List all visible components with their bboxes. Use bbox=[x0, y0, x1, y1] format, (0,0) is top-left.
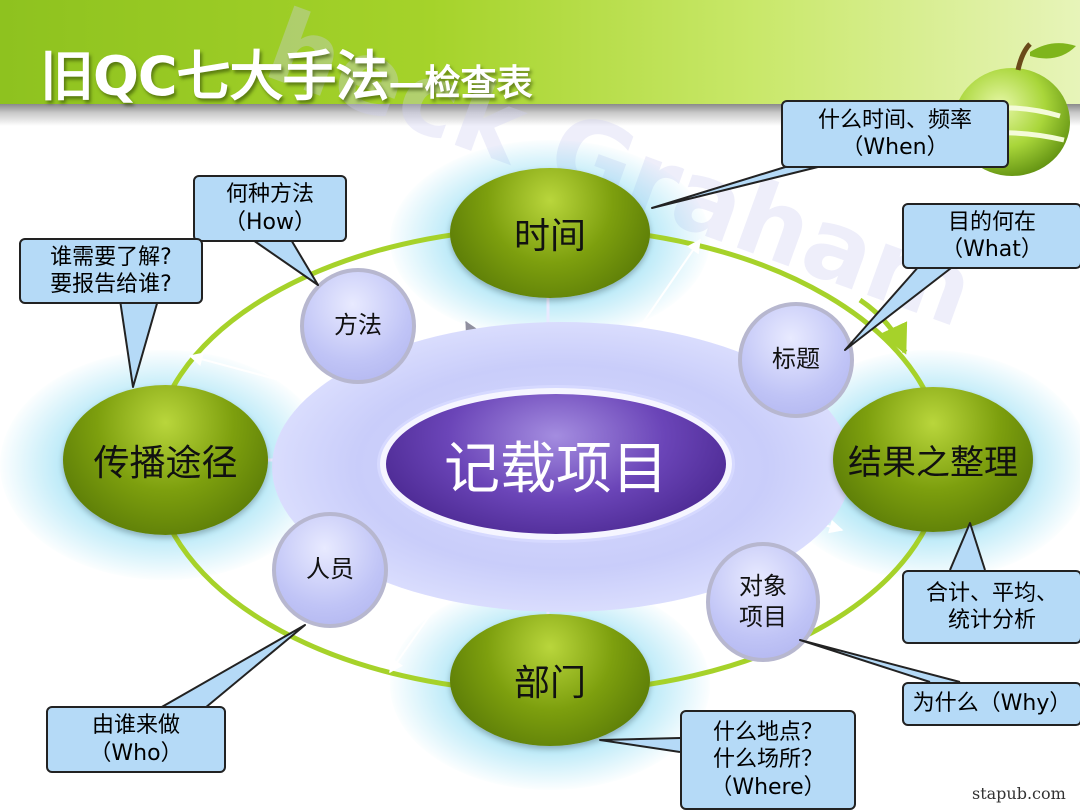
site-credit: stapub.com bbox=[972, 784, 1066, 803]
node-method: 方法 bbox=[300, 268, 416, 384]
callout-report: 谁需要了解? 要报告给谁? bbox=[19, 238, 203, 304]
node-time: 时间 bbox=[450, 168, 650, 298]
node-person-label: 人员 bbox=[306, 555, 354, 584]
node-dept: 部门 bbox=[450, 614, 650, 746]
callout-what-line2: （What） bbox=[941, 237, 1043, 262]
title-main: 旧QC七大手法 bbox=[40, 45, 390, 108]
node-object-line1: 对象 bbox=[739, 571, 787, 600]
callout-who-line1: 由谁来做 bbox=[91, 713, 180, 738]
callout-who-line2: （Who） bbox=[89, 740, 183, 766]
slide-title: 旧QC七大手法—检查表 bbox=[40, 32, 533, 111]
callout-who: 由谁来做 （Who） bbox=[46, 706, 226, 773]
node-channel: 传播途径 bbox=[63, 385, 268, 535]
callout-where: 什么地点？ 什么场所？ （Where） bbox=[680, 710, 856, 810]
tail-stats bbox=[949, 522, 986, 571]
callout-report-line2: 要报告给谁? bbox=[50, 272, 172, 297]
title-sub: —检查表 bbox=[388, 63, 533, 104]
ring-arrow bbox=[858, 297, 908, 355]
tail-report bbox=[119, 299, 159, 388]
callout-why-line1: 为什么（Why） bbox=[912, 691, 1072, 717]
callout-stats: 合计、平均、 统计分析 bbox=[902, 570, 1080, 644]
node-title: 标题 bbox=[738, 302, 854, 418]
tail-where bbox=[599, 737, 681, 753]
callout-why: 为什么（Why） bbox=[902, 682, 1080, 726]
node-time-label: 时间 bbox=[513, 216, 586, 257]
callout-report-line1: 谁需要了解? bbox=[50, 244, 172, 270]
callout-where-line2: 什么场所？ bbox=[712, 747, 823, 773]
node-title-label: 标题 bbox=[772, 345, 820, 374]
tail-what bbox=[844, 264, 956, 351]
node-person: 人员 bbox=[272, 512, 388, 628]
callout-when-line2: （When） bbox=[841, 135, 949, 160]
tail-when bbox=[651, 163, 831, 209]
node-object-line2: 项目 bbox=[739, 603, 787, 631]
tail-why bbox=[799, 639, 961, 683]
tail-who bbox=[159, 624, 306, 709]
callout-stats-line2: 统计分析 bbox=[947, 608, 1036, 633]
callout-how: 何种方法 （How） bbox=[193, 175, 347, 242]
node-channel-label: 传播途径 bbox=[93, 443, 238, 484]
node-result-label: 结果之整理 bbox=[848, 443, 1018, 483]
node-dept-label: 部门 bbox=[513, 663, 586, 704]
callout-where-line1: 什么地点？ bbox=[712, 719, 823, 745]
tail-how bbox=[249, 237, 319, 286]
node-object: 对象 项目 bbox=[706, 542, 820, 662]
callout-how-line2: （How） bbox=[224, 209, 316, 235]
center-node: 记载项目 bbox=[380, 388, 732, 540]
callout-how-line1: 何种方法 bbox=[225, 182, 314, 207]
callout-what: 目的何在 （What） bbox=[902, 203, 1080, 269]
callout-when-line1: 什么时间、频率 bbox=[817, 107, 972, 133]
node-result: 结果之整理 bbox=[833, 387, 1033, 532]
callout-when: 什么时间、频率 （When） bbox=[781, 100, 1009, 168]
header-band bbox=[0, 0, 1080, 108]
node-method-label: 方法 bbox=[334, 311, 382, 340]
callout-where-line3: （Where） bbox=[710, 774, 826, 800]
center-label: 记载项目 bbox=[444, 436, 668, 502]
callout-what-line1: 目的何在 bbox=[947, 209, 1036, 235]
callout-stats-line1: 合计、平均、 bbox=[925, 580, 1058, 606]
